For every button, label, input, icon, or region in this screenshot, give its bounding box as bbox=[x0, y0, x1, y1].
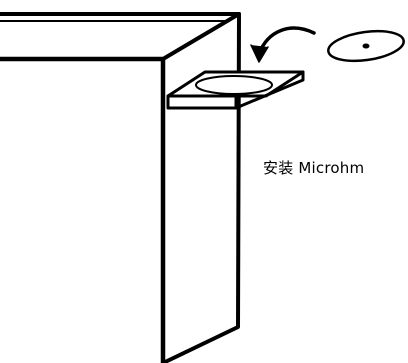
curved-arrow-icon bbox=[250, 26, 316, 63]
cd-disc-icon bbox=[327, 29, 405, 63]
cd-outer bbox=[327, 29, 405, 63]
computer-tower-icon bbox=[0, 12, 241, 363]
arrow-head bbox=[250, 44, 269, 63]
tray-front bbox=[166, 94, 238, 110]
tower-front-face bbox=[0, 56, 166, 363]
tray-disc bbox=[195, 75, 273, 95]
tray-side bbox=[234, 70, 305, 110]
install-caption: 安装 Microhm bbox=[263, 159, 365, 177]
arrow-curve bbox=[257, 26, 316, 56]
tower-side-face bbox=[161, 12, 241, 363]
cd-hole bbox=[362, 43, 370, 49]
disc-tray-icon bbox=[166, 70, 305, 110]
